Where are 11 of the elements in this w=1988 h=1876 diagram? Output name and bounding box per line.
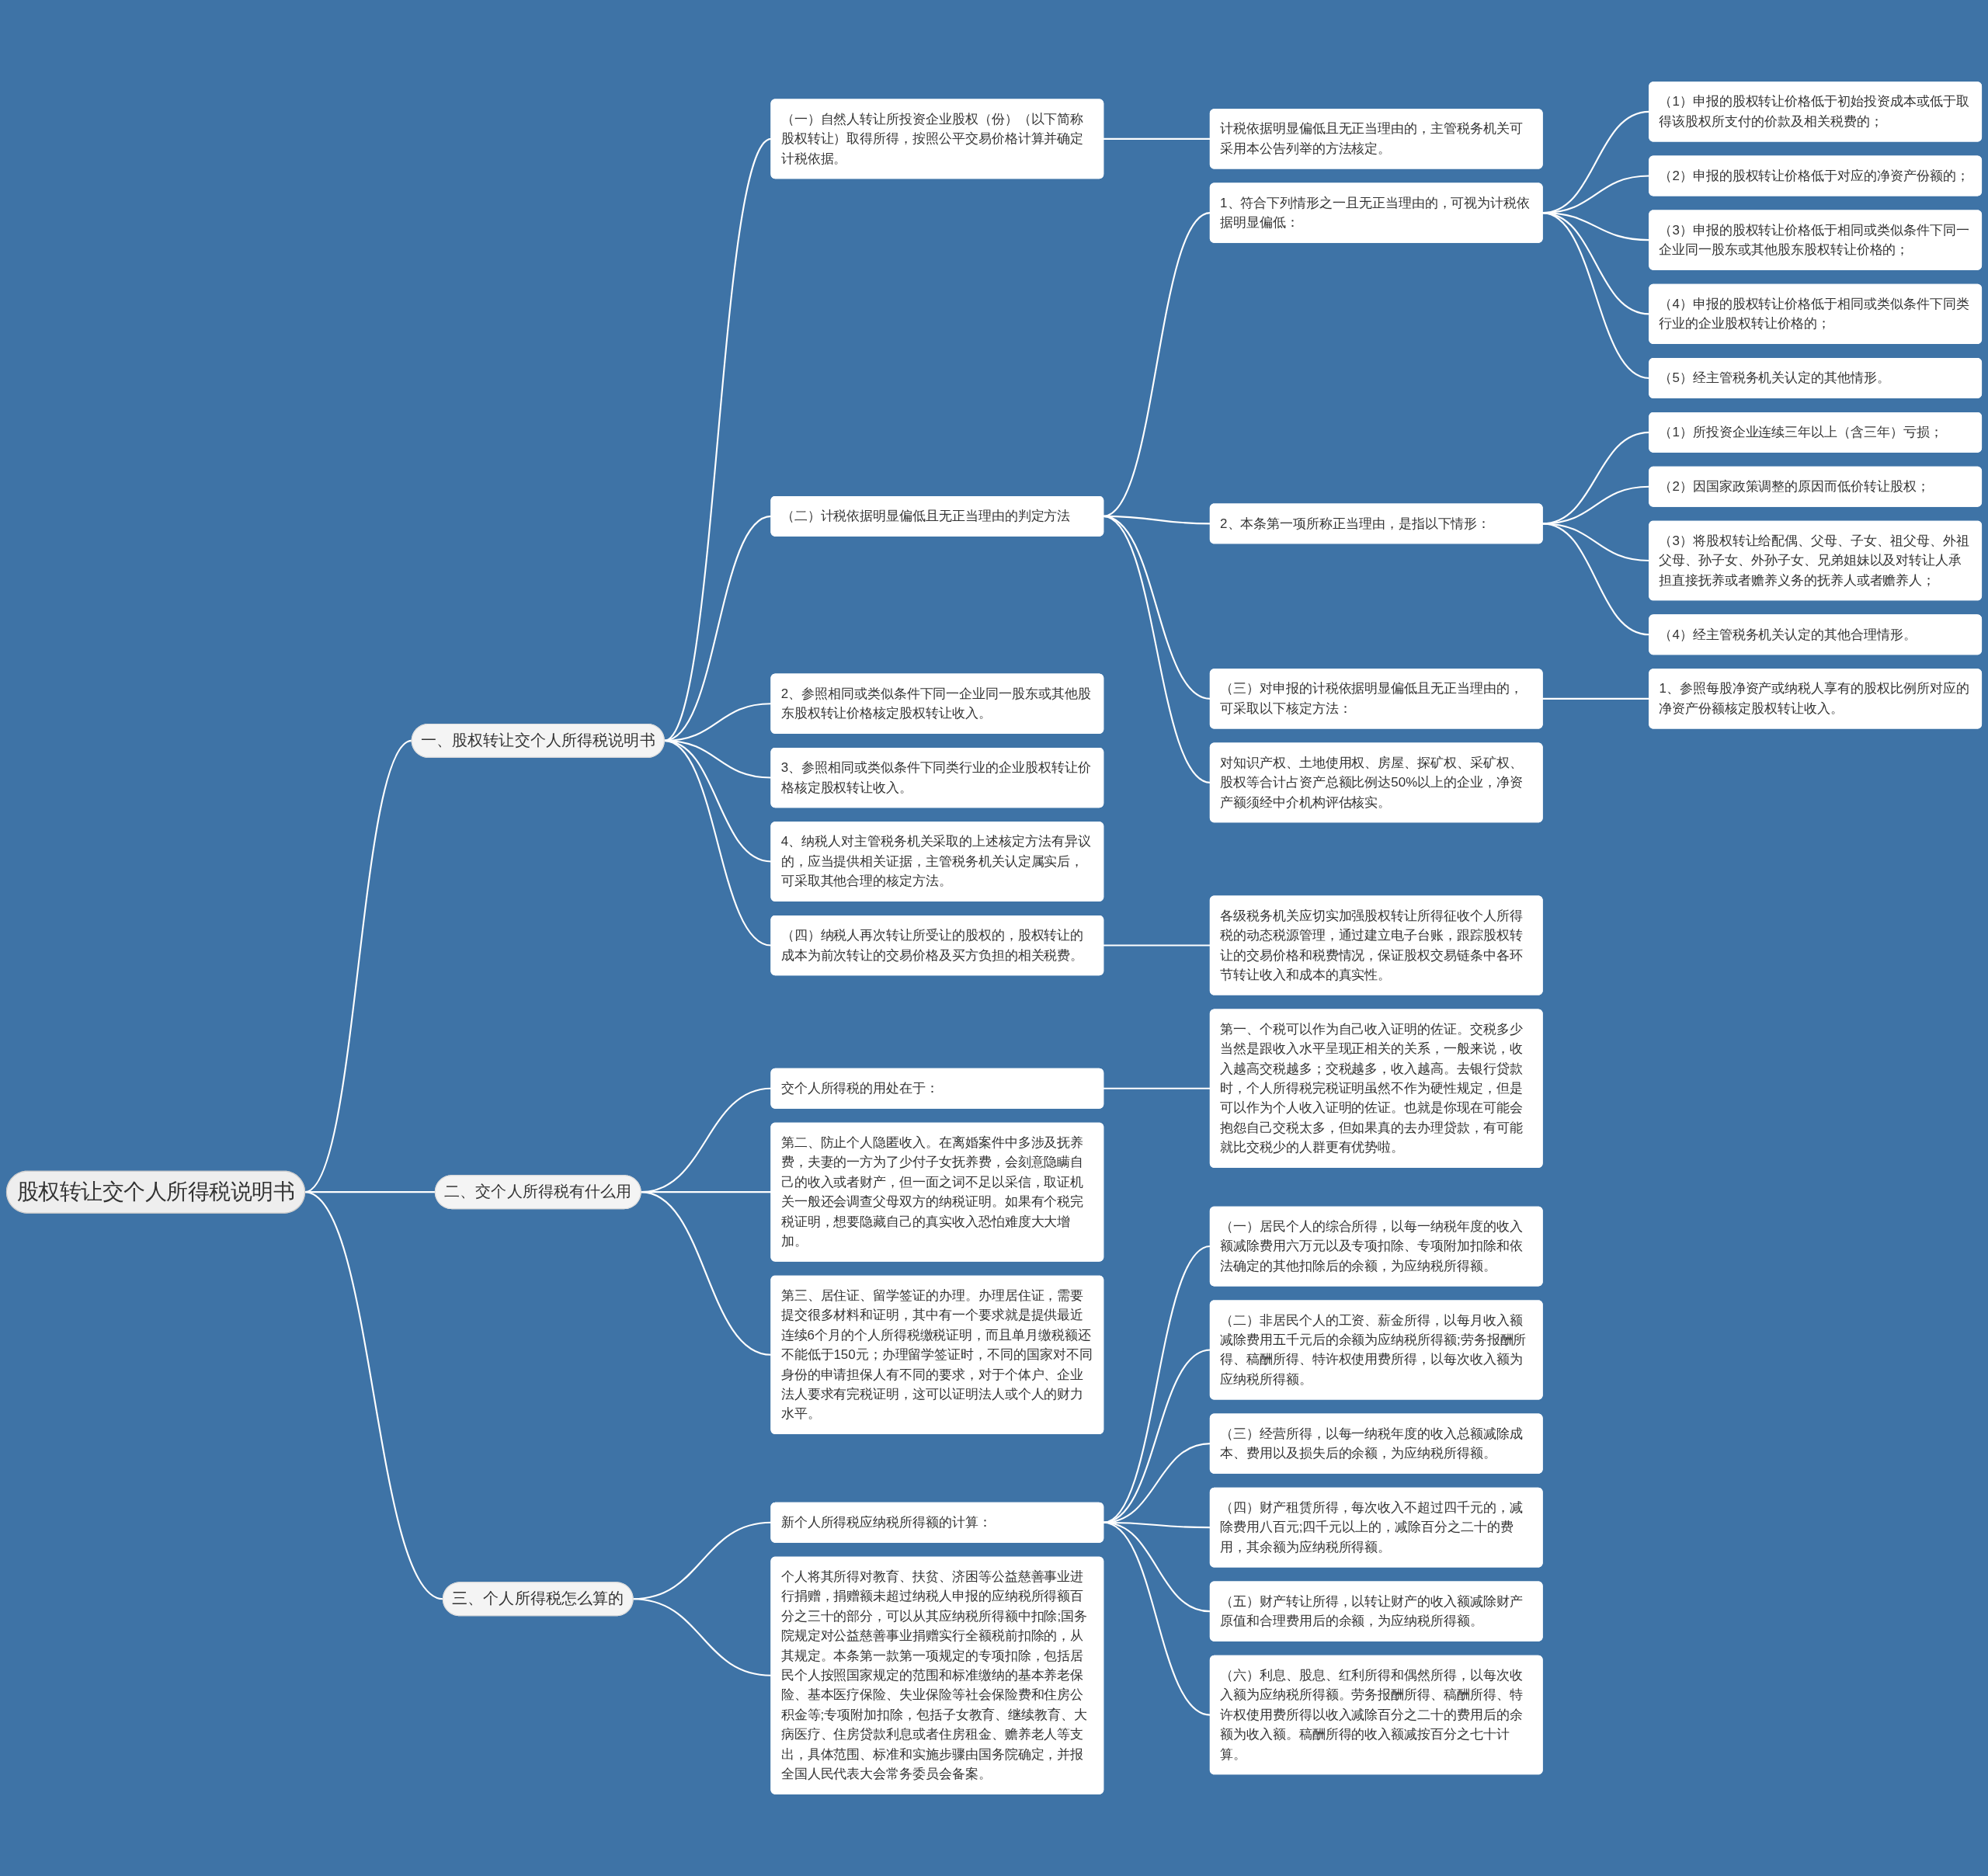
connector [663,138,772,742]
connector [1103,1349,1211,1523]
connector [1103,1087,1211,1089]
connector [1103,1521,1211,1716]
connector [1103,212,1211,517]
connector [304,1191,443,1600]
connector [1103,944,1211,947]
connector [1542,697,1649,700]
connector [1103,1245,1211,1523]
connector [1103,515,1211,783]
connector [1103,137,1211,140]
